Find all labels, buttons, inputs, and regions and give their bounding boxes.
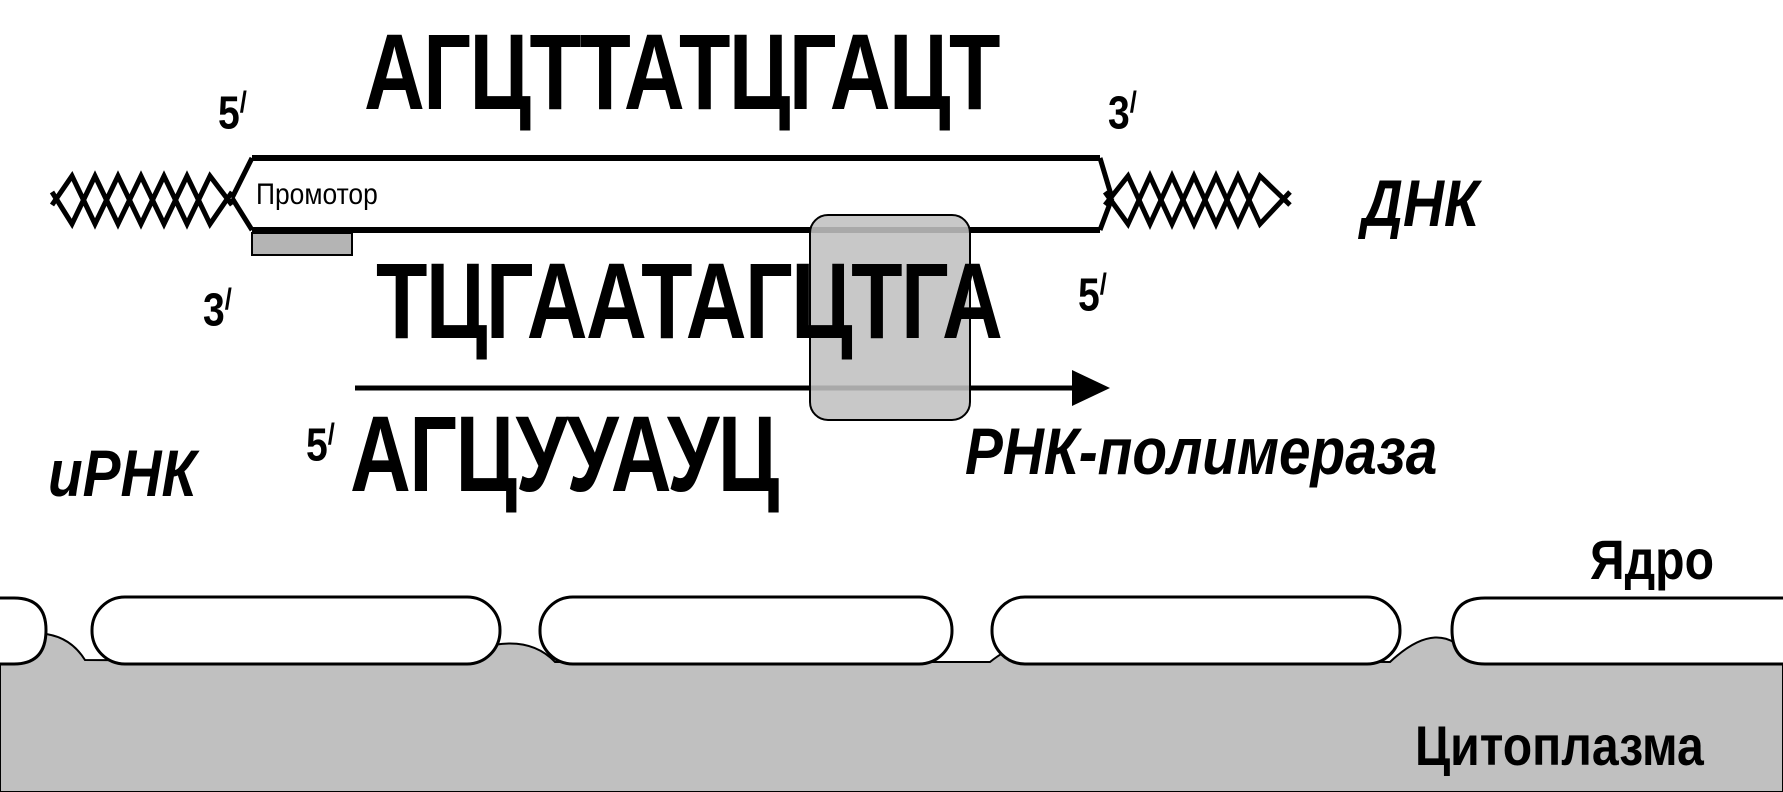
nuclear-envelope (0, 595, 1783, 666)
dna-top-right-3prime: 3/ (1108, 86, 1137, 139)
dna-template-strand-sequence: ТЦГААТАГЦТГА (376, 240, 1003, 361)
mrna-label: иРНК (48, 436, 197, 510)
dna-right-junction (1097, 157, 1115, 199)
dna-left-junction (229, 196, 255, 232)
dna-right-junction (1097, 197, 1115, 231)
dna-helix-left (49, 170, 235, 230)
envelope-segment-right (1450, 596, 1783, 666)
dna-bottom-left-3prime: 3/ (203, 283, 232, 336)
promoter-label: Промотор (256, 178, 378, 211)
dna-bottom-right-5prime: 5/ (1078, 268, 1107, 321)
rna-polymerase-label: РНК-полимераза (965, 414, 1438, 488)
envelope-segment (90, 595, 502, 666)
mrna-sequence: АГЦУУАУЦ (350, 393, 779, 514)
envelope-segment (538, 595, 954, 666)
mrna-5prime: 5/ (306, 418, 335, 471)
envelope-segment-left (0, 596, 48, 666)
cytoplasm-label: Цитоплазма (1415, 714, 1704, 777)
nucleus-label: Ядро (1590, 528, 1715, 591)
envelope-segment (990, 595, 1402, 666)
dna-top-left-5prime: 5/ (218, 86, 247, 139)
dna-coding-strand-sequence: АГЦТТАТЦГАЦТ (364, 11, 1000, 132)
promoter-box (251, 232, 353, 256)
rna-polymerase-shape (809, 214, 971, 421)
dna-helix-right (1102, 169, 1292, 231)
cytoplasm-region (0, 632, 1783, 792)
direction-arrow-head (1072, 370, 1110, 406)
dna-left-junction (229, 156, 255, 200)
dna-label: ДНК (1362, 166, 1479, 240)
